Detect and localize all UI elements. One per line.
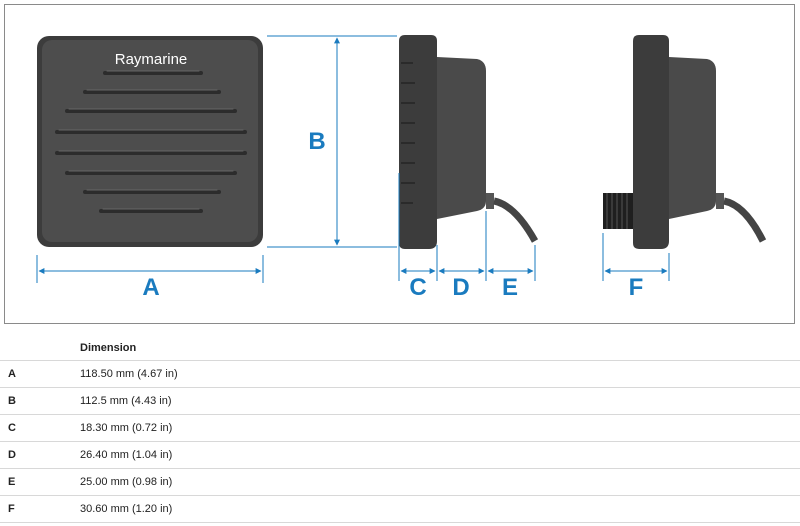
row-label: F [0,495,80,523]
table-row: F 30.60 mm (1.20 in) [0,495,800,523]
brand-logo: Raymarine [115,51,188,68]
row-label: E [0,468,80,496]
label-a: A [142,274,159,301]
label-e: E [502,274,518,301]
row-value: 26.40 mm (1.04 in) [80,441,800,469]
table-row: C 18.30 mm (0.72 in) [0,414,800,442]
row-value: 30.60 mm (1.20 in) [80,495,800,523]
side-view-connector [603,35,767,249]
dimension-diagram: Raymarine [4,4,795,324]
table-row: E 25.00 mm (0.98 in) [0,468,800,496]
dimension-b [267,35,397,248]
dimensions-table: Dimension A 118.50 mm (4.67 in) B 112.5 … [0,336,800,523]
label-d: D [452,274,469,301]
dimension-a [36,255,264,283]
front-view: Raymarine [37,36,263,247]
grille-slots [55,71,247,213]
row-value: 25.00 mm (0.98 in) [80,468,800,496]
connector [603,193,633,229]
row-value: 112.5 mm (4.43 in) [80,387,800,415]
label-f: F [629,274,644,301]
row-label: B [0,387,80,415]
row-label: A [0,360,80,388]
side-view [399,35,539,249]
row-label: D [0,441,80,469]
dimension-cde [398,173,536,281]
header-blank [0,336,80,361]
dimension-f [602,233,670,281]
row-label: C [0,414,80,442]
label-b: B [308,128,325,155]
table-row: B 112.5 mm (4.43 in) [0,387,800,415]
table-header-row: Dimension [0,336,800,361]
header-dimension: Dimension [80,342,137,354]
diagram-canvas: Raymarine [36,35,767,301]
row-value: 118.50 mm (4.67 in) [80,360,800,388]
label-c: C [409,274,426,301]
table-row: D 26.40 mm (1.04 in) [0,441,800,469]
table-row: A 118.50 mm (4.67 in) [0,360,800,388]
row-value: 18.30 mm (0.72 in) [80,414,800,442]
